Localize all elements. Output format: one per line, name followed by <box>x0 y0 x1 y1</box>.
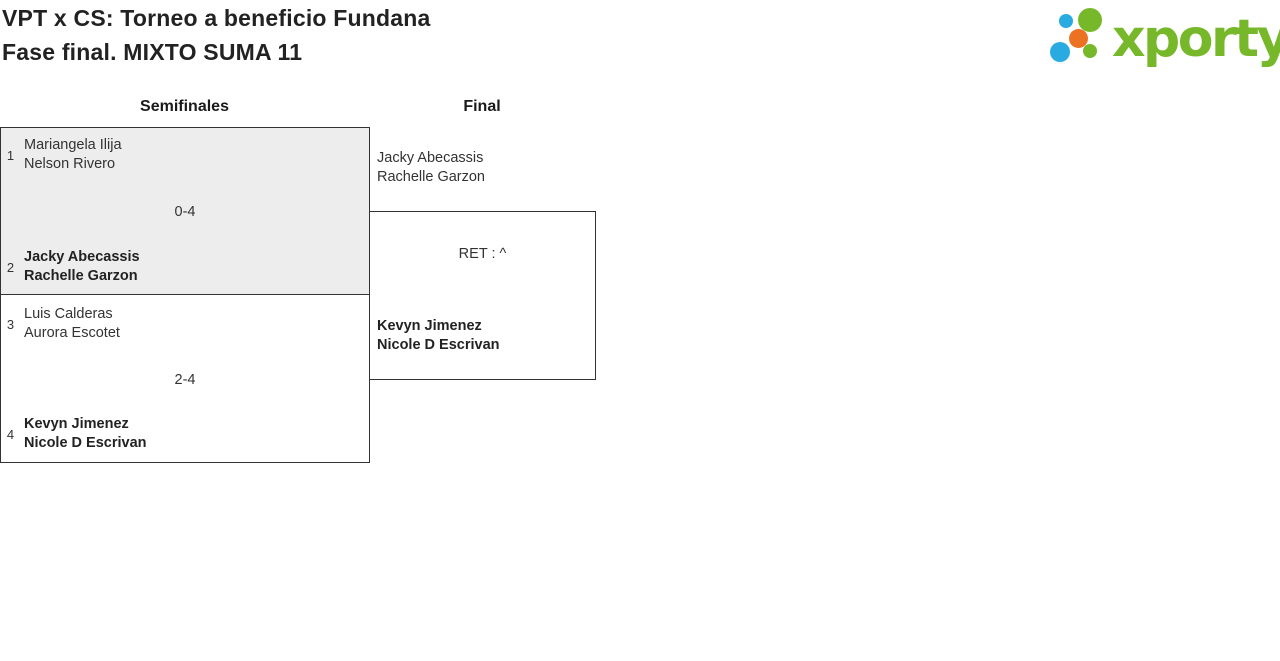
match-score-final: RET : ^ <box>458 246 507 262</box>
xporty-logo[interactable]: xporty <box>1050 5 1280 70</box>
team-entry-sf1-team2: 2 Jacky Abecassis Rachelle Garzon <box>6 248 140 286</box>
logo-orange-dot-icon <box>1069 29 1088 48</box>
team-entry-sf1-team1: 1 Mariangela Ilija Nelson Rivero <box>6 136 122 174</box>
logo-green-dot-icon <box>1078 8 1102 32</box>
player-name: Jacky Abecassis <box>24 249 140 265</box>
player-name: Mariangela Ilija <box>24 137 122 153</box>
player-name: Nelson Rivero <box>24 156 116 172</box>
player-name: Luis Calderas <box>24 306 113 322</box>
player-name: Aurora Escotet <box>24 325 120 341</box>
logo-green-dot-icon <box>1083 44 1097 58</box>
match-score-semifinal-2: 2-4 <box>174 372 196 388</box>
player-name: Nicole D Escrivan <box>24 435 147 451</box>
round-header-semifinales: Semifinales <box>140 98 229 115</box>
match-score-semifinal-1: 0-4 <box>174 204 196 220</box>
player-name: Kevyn Jimenez <box>377 318 482 334</box>
title-line-1: VPT x CS: Torneo a beneficio Fundana <box>2 5 431 31</box>
logo-blue-dot-icon <box>1059 14 1073 28</box>
round-header-final: Final <box>463 98 501 115</box>
team-seed: 1 <box>6 147 15 163</box>
player-name: Rachelle Garzon <box>377 169 485 185</box>
team-entry-final-team1: Jacky Abecassis Rachelle Garzon <box>377 149 485 187</box>
team-seed: 4 <box>6 426 15 442</box>
match-box-semifinal-2 <box>0 294 370 463</box>
title-line-2: Fase final. MIXTO SUMA 11 <box>2 39 303 65</box>
player-name: Jacky Abecassis <box>377 150 484 166</box>
logo-wordmark: xporty <box>1112 9 1280 69</box>
player-name: Kevyn Jimenez <box>24 416 129 432</box>
team-entry-sf2-team1: 3 Luis Calderas Aurora Escotet <box>6 305 120 343</box>
page-title: VPT x CS: Torneo a beneficio Fundana Fas… <box>2 1 431 69</box>
team-entry-sf2-team2: 4 Kevyn Jimenez Nicole D Escrivan <box>6 415 147 453</box>
match-box-final <box>369 211 596 380</box>
player-name: Nicole D Escrivan <box>377 337 500 353</box>
logo-blue-dot-icon <box>1050 42 1070 62</box>
player-name: Rachelle Garzon <box>24 268 138 284</box>
team-entry-final-team2: Kevyn Jimenez Nicole D Escrivan <box>377 317 500 355</box>
team-seed: 2 <box>6 259 15 275</box>
team-seed: 3 <box>6 316 15 332</box>
